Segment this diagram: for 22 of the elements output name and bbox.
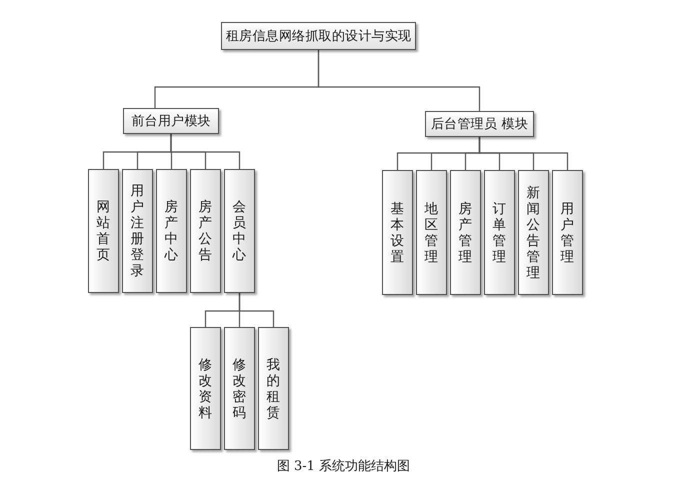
- function-box: 修改密码: [224, 327, 255, 450]
- function-box: 订单管理: [484, 170, 515, 295]
- connector-line: [238, 293, 274, 327]
- function-box: 房产公告: [190, 169, 221, 293]
- root-box: 租房信息网络抓取的设计与实现: [221, 22, 416, 50]
- function-box: 用户注册登录: [122, 169, 153, 293]
- function-box: 房产管理: [450, 170, 481, 295]
- module-box: 前台用户模块: [123, 108, 219, 134]
- function-box: 基本设置: [382, 170, 413, 295]
- function-box: 新闻公告管理: [518, 170, 549, 295]
- function-box: 会员中心: [224, 169, 255, 293]
- function-box: 网站首页: [88, 169, 119, 293]
- connector-line: [170, 134, 240, 169]
- function-box: 修改资料: [190, 327, 221, 450]
- function-box: 房产中心: [156, 169, 187, 293]
- module-box: 后台管理员 模块: [425, 111, 534, 137]
- function-box: 用户管理: [552, 170, 583, 295]
- connector-line: [478, 137, 568, 170]
- function-box: 我的租赁: [258, 327, 289, 450]
- figure-caption: 图 3-1 系统功能结构图: [276, 458, 410, 475]
- connector-line: [318, 50, 480, 111]
- function-box: 地区管理: [416, 170, 447, 295]
